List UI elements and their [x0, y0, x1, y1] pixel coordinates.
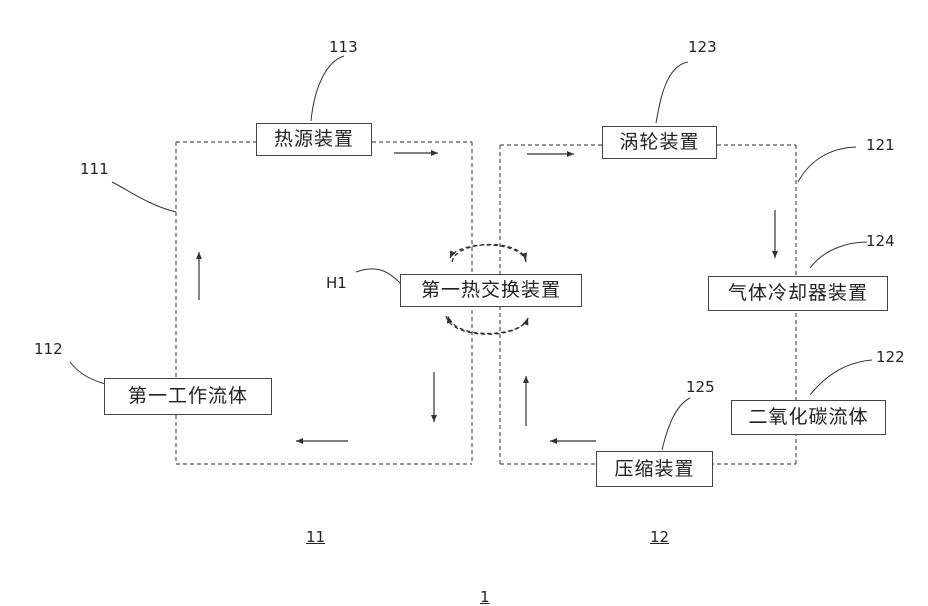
leader-112 [70, 362, 108, 385]
first-heat-exchanger-box: 第一热交换装置 [400, 274, 582, 307]
leader-123 [656, 62, 688, 123]
ref-122: 122 [876, 348, 905, 366]
leader-121 [798, 147, 856, 182]
ref-123: 123 [688, 38, 717, 56]
ref-113: 113 [329, 38, 358, 56]
leader-125 [662, 398, 690, 450]
ref-112: 112 [34, 340, 63, 358]
co2-fluid-box: 二氧化碳流体 [731, 400, 886, 435]
turbine-box: 涡轮装置 [602, 126, 717, 159]
loop-label-12: 12 [650, 528, 669, 546]
leader-124 [810, 242, 867, 268]
leader-h1 [356, 269, 402, 285]
gas-cooler-box: 气体冷却器装置 [708, 276, 888, 311]
leader-122 [810, 360, 872, 395]
first-working-fluid-box: 第一工作流体 [104, 378, 272, 415]
leader-113 [311, 56, 344, 121]
ref-h1: H1 [326, 274, 347, 292]
ref-124: 124 [866, 232, 895, 250]
compressor-box: 压缩装置 [596, 451, 713, 487]
figure-label-1: 1 [480, 588, 490, 606]
ref-111: 111 [80, 160, 109, 178]
ref-125: 125 [686, 378, 715, 396]
loop-label-11: 11 [306, 528, 325, 546]
heat-source-box: 热源装置 [256, 123, 372, 156]
ref-121: 121 [866, 136, 895, 154]
leader-111 [112, 182, 176, 212]
